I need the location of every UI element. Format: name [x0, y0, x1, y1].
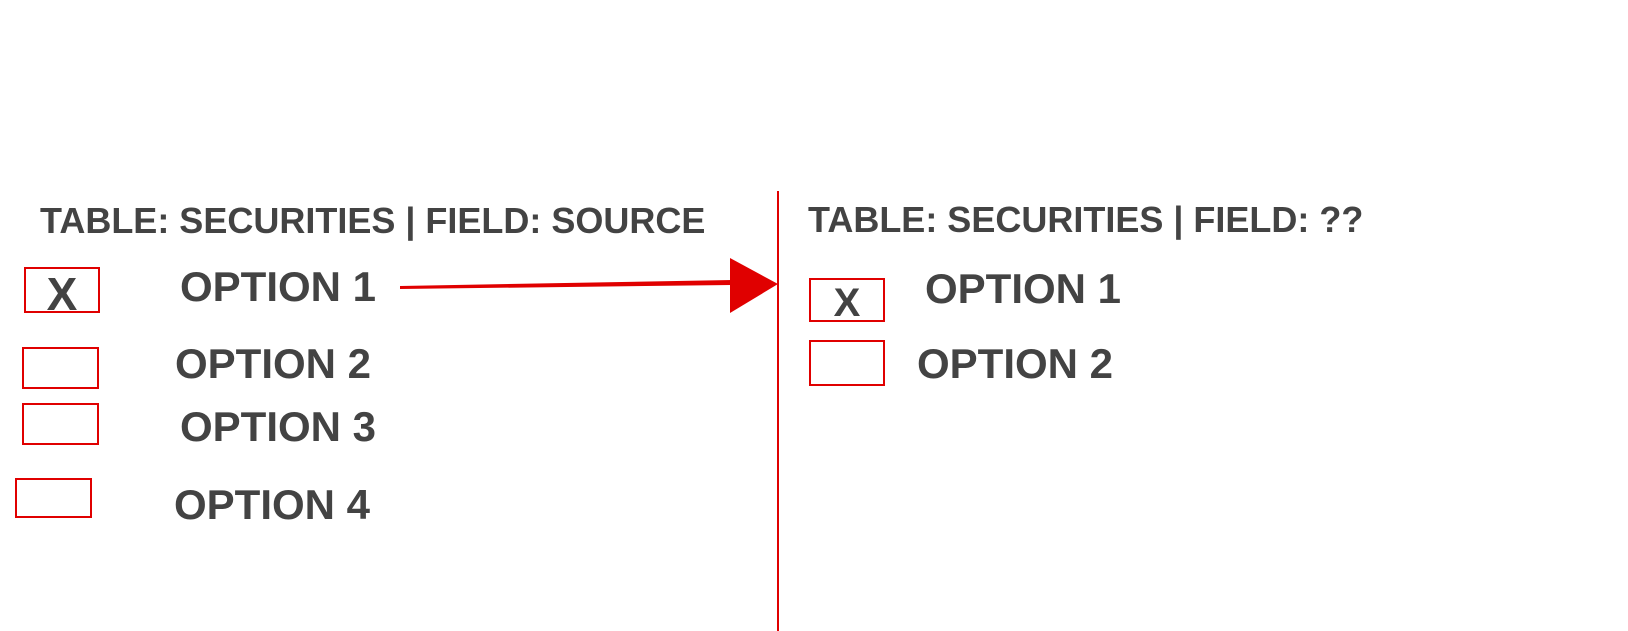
right-option-2-checkbox[interactable]	[809, 340, 885, 386]
left-option-3-checkbox[interactable]	[22, 403, 99, 445]
left-panel-title: TABLE: SECURITIES | FIELD: SOURCE	[40, 200, 706, 241]
panel-divider	[777, 191, 779, 631]
left-option-2-label: OPTION 2	[175, 340, 372, 387]
right-panel-title: TABLE: SECURITIES | FIELD: ??	[808, 199, 1364, 240]
right-option-1-label: OPTION 1	[925, 265, 1122, 312]
left-option-4-label: OPTION 4	[174, 481, 371, 528]
left-option-1-label: OPTION 1	[180, 263, 377, 310]
right-option-2-label: OPTION 2	[917, 340, 1114, 387]
left-option-3-label: OPTION 3	[180, 403, 377, 450]
left-option-2-checkbox[interactable]	[22, 347, 99, 389]
arrow-shaft	[400, 280, 732, 289]
arrow-head	[730, 258, 778, 313]
left-option-4-checkbox[interactable]	[15, 478, 92, 518]
left-option-1-checkbox[interactable]: X	[24, 267, 100, 317]
right-option-1-checkbox[interactable]: X	[809, 278, 885, 323]
